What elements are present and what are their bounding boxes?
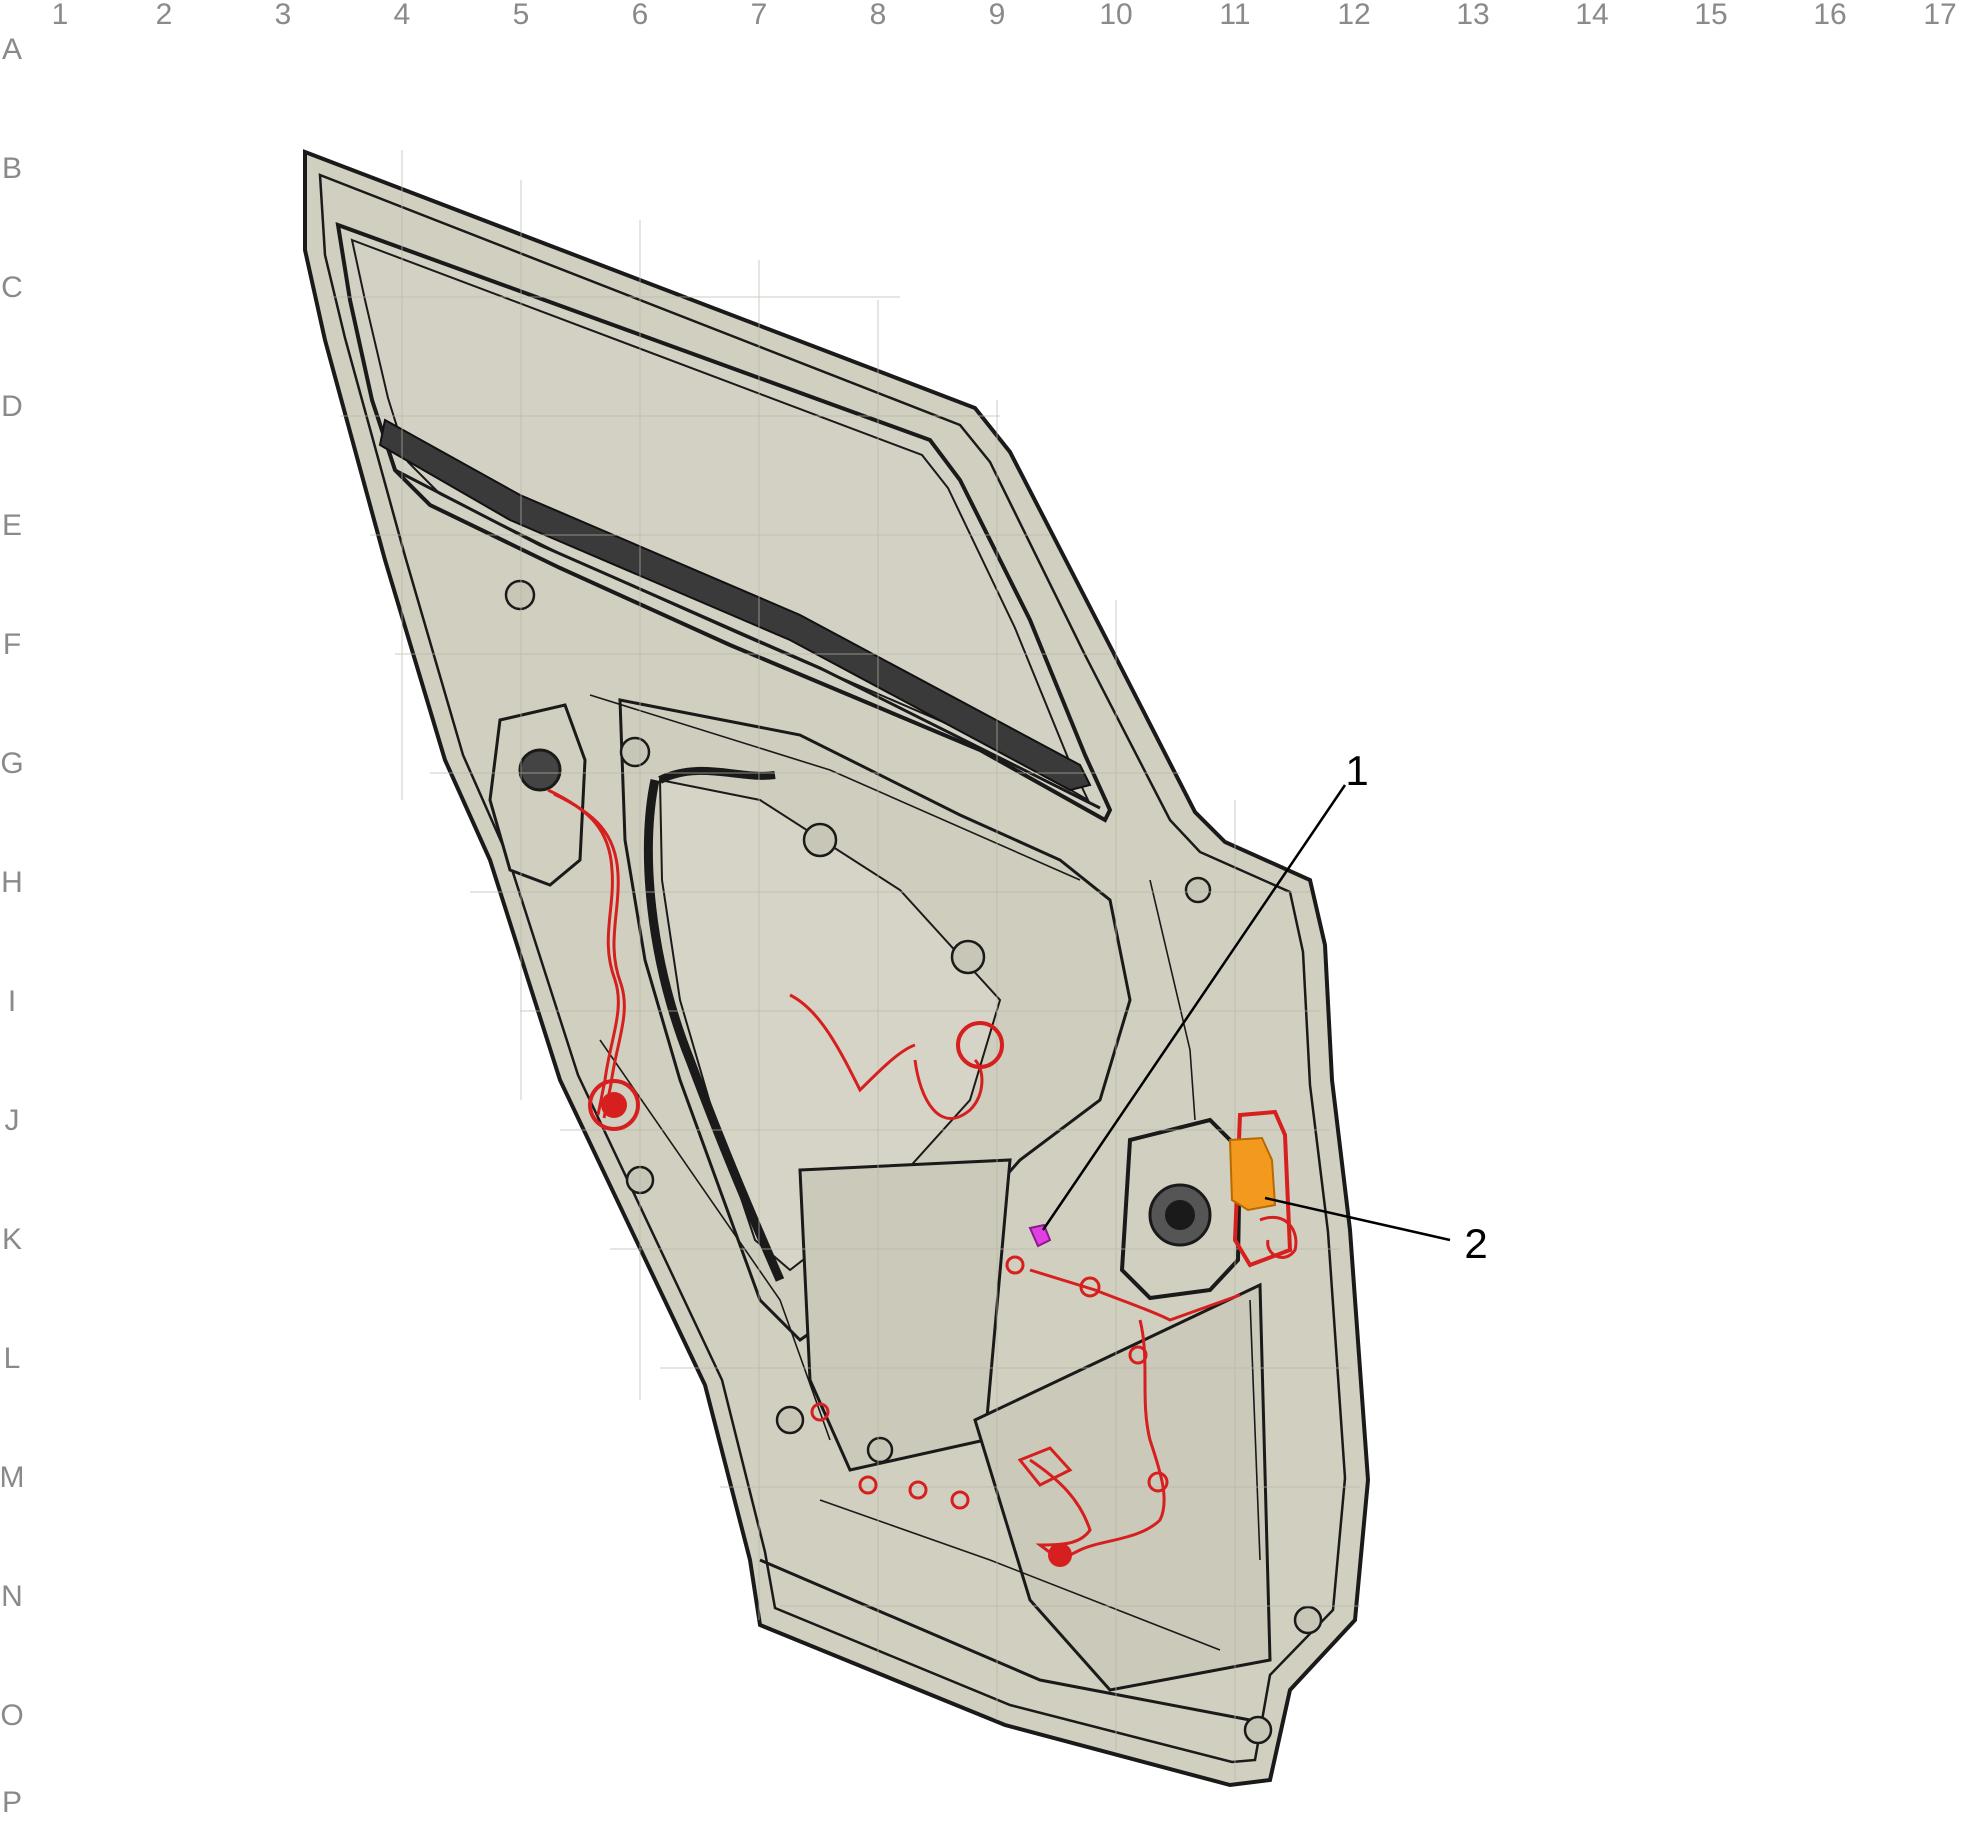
fastener (1184, 876, 1212, 904)
seal-top (658, 766, 776, 784)
row-label: M (0, 1461, 25, 1494)
lower-sill (759, 1558, 1251, 1722)
harness-spiral (1259, 1215, 1298, 1259)
row-label: E (2, 509, 22, 542)
harness-connector-lower (1017, 1446, 1073, 1487)
callout-2-label: 2 (1464, 1220, 1487, 1267)
harness-clip (1147, 1471, 1169, 1493)
row-label: J (5, 1104, 20, 1137)
column-label: 11 (1219, 0, 1250, 31)
column-label: 12 (1337, 0, 1370, 31)
belt-line-rail (394, 468, 1101, 810)
fastener (775, 1405, 805, 1435)
row-label: B (2, 152, 22, 185)
column-label: 8 (870, 0, 887, 31)
harness-lower-run (1029, 1268, 1241, 1322)
row-label: A (2, 33, 22, 66)
row-label: H (1, 866, 23, 899)
seal-channel (643, 779, 785, 1282)
fastener (1243, 1715, 1273, 1745)
callout-2-leader (1264, 1196, 1451, 1242)
connector-pin-highlight (1028, 1223, 1052, 1248)
column-label: 4 (394, 0, 411, 31)
callout-1-label: 1 (1345, 747, 1368, 794)
column-label: 9 (989, 0, 1006, 31)
harness-clip (1005, 1255, 1025, 1275)
row-label: P (2, 1786, 22, 1819)
row-labels: A B C D E F G H I J K L M N O P (0, 33, 25, 1819)
column-label: 16 (1813, 0, 1846, 31)
harness-clip (1128, 1345, 1148, 1365)
row-label: O (0, 1699, 23, 1732)
harness-clip (810, 1402, 830, 1422)
lower-panel-left (798, 1158, 1012, 1472)
harness-clip (858, 1475, 878, 1495)
harness-connector-module (1232, 1109, 1293, 1268)
grommet-bottom (1048, 1543, 1072, 1567)
column-label: 2 (156, 0, 173, 31)
grommet-left (588, 1079, 640, 1131)
row-label: N (1, 1580, 23, 1613)
column-label: 5 (513, 0, 530, 31)
door-panel (303, 149, 1371, 1788)
harness-clips (810, 1255, 1169, 1510)
window-inner-frame (350, 238, 1091, 803)
harness-branch-left-inner (553, 792, 626, 1119)
panel-grid (330, 150, 1360, 1780)
column-label: 6 (632, 0, 649, 31)
row-label: K (2, 1223, 22, 1256)
fastener (866, 1436, 894, 1464)
harness-clip (950, 1490, 970, 1510)
lock-bracket (488, 703, 587, 887)
grommet-left-inner (601, 1092, 627, 1118)
fasteners (504, 579, 1323, 1745)
belt-line-strip (378, 418, 1092, 792)
fastener (619, 736, 651, 768)
column-label: 7 (751, 0, 768, 31)
callout-1-leader (1041, 784, 1347, 1231)
window-glass (335, 221, 1113, 823)
seam (1149, 879, 1196, 1121)
column-labels: 1 2 3 4 5 6 7 8 9 10 11 12 13 14 15 16 1… (52, 0, 1957, 31)
seam (819, 1499, 1221, 1651)
row-label: L (4, 1342, 21, 1375)
column-label: 17 (1923, 0, 1956, 31)
row-label: D (1, 390, 23, 423)
fastener (950, 939, 986, 975)
handle-socket-inner (1165, 1200, 1195, 1230)
harness-clip (908, 1480, 928, 1500)
harness-loop-center (913, 1058, 984, 1120)
row-label: F (3, 628, 21, 661)
row-label: G (0, 747, 23, 780)
column-label: 13 (1456, 0, 1489, 31)
column-label: 3 (275, 0, 292, 31)
harness-branch-left (547, 788, 620, 1116)
lock-cylinder (518, 748, 562, 792)
column-label: 1 (52, 0, 69, 31)
seam (599, 1039, 831, 1441)
highlighted-components (1028, 1136, 1277, 1248)
column-label: 15 (1694, 0, 1727, 31)
harness-connector-highlight (1228, 1136, 1277, 1212)
wiring-harness (547, 788, 1298, 1567)
fastener (1293, 1605, 1323, 1635)
fastener (802, 822, 838, 858)
fastener (504, 579, 536, 611)
column-label: 14 (1575, 0, 1608, 31)
seam (1249, 1299, 1261, 1561)
harness-clip (1079, 1276, 1101, 1298)
row-label: I (8, 985, 16, 1018)
harness-vertical-run (1059, 1319, 1166, 1562)
callout-leaders (1041, 784, 1451, 1242)
harness-branch-center (789, 993, 916, 1093)
row-label: C (1, 271, 23, 304)
column-label: 10 (1099, 0, 1132, 31)
